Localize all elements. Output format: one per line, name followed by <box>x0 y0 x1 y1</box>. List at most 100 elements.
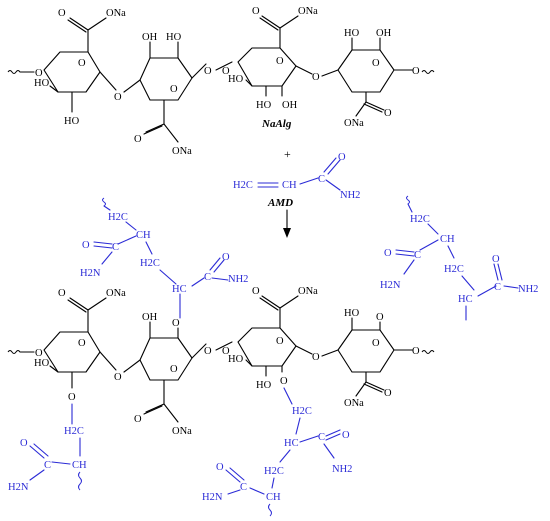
b-carbonyl-o-3: O <box>252 286 260 297</box>
graft-a-h2c-2: H2C <box>140 258 160 269</box>
ona-1: ONa <box>106 8 126 19</box>
reaction-arrow <box>283 209 291 238</box>
ho-5: HO <box>256 100 272 111</box>
b-graft-o-2: O <box>172 318 180 329</box>
amd-c: C <box>318 174 325 185</box>
ona-2: ONa <box>172 146 192 157</box>
carbonyl-o-2: O <box>134 134 142 145</box>
graft-chain-d: H2C HC C O NH2 H2C CH C O H2N <box>202 387 352 517</box>
b-ho-1: HO <box>34 358 50 369</box>
b-ring-2 <box>139 337 193 381</box>
b-glycosidic-o-4: O <box>222 346 230 357</box>
graft-b-hc: HC <box>458 294 473 305</box>
b-ona-3: ONa <box>298 286 318 297</box>
graft-b-ch: CH <box>440 234 455 245</box>
b-ring-o-1: O <box>78 338 86 349</box>
oh-2: OH <box>282 100 298 111</box>
ho-4: HO <box>228 74 244 85</box>
plus-sign: + <box>284 147 291 161</box>
graft-d-h2n: H2N <box>202 492 223 503</box>
graft-d-hc: HC <box>284 438 299 449</box>
oh-3: OH <box>376 28 392 39</box>
graft-d-nh2: NH2 <box>332 464 352 475</box>
amd-nh2: NH2 <box>340 190 360 201</box>
ona-3: ONa <box>298 6 318 17</box>
graft-c-h2c: H2C <box>64 426 84 437</box>
b-ona-2: ONa <box>172 426 192 437</box>
monomer-name: AMD <box>267 197 293 209</box>
b-ring-o-4: O <box>372 338 380 349</box>
b-ho-4: HO <box>228 354 244 365</box>
b-oh-1: OH <box>142 312 158 323</box>
graft-chain-b: H2C CH C O H2N H2C HC C O NH2 <box>380 195 538 321</box>
graft-a-nh2: NH2 <box>228 274 248 285</box>
polymer-name: NaAlg <box>261 118 292 130</box>
graft-a-ch-1: CH <box>136 230 151 241</box>
b-ho-6: HO <box>344 308 360 319</box>
graft-d-ch: CH <box>266 492 281 503</box>
b-ring-4 <box>337 329 395 373</box>
b-carbonyl-o-2: O <box>134 414 142 425</box>
b-ring-o-2: O <box>170 364 178 375</box>
grafted-copolymer: O O ONa O HO O O O OH O O ONa O O <box>7 286 435 437</box>
ring-o-2: O <box>170 84 178 95</box>
b-ring-o-3: O <box>276 336 284 347</box>
b-graft-o-4: O <box>376 312 384 323</box>
oh-1: OH <box>142 32 158 43</box>
graft-a-h2c-1: H2C <box>108 212 128 223</box>
graft-b-o-1: O <box>384 248 392 259</box>
carbonyl-o-4: O <box>384 108 392 119</box>
ona-4: ONa <box>344 118 364 129</box>
graft-d-c-1: C <box>318 432 325 443</box>
graft-d-o-1: O <box>342 430 350 441</box>
ring-o-3: O <box>276 56 284 67</box>
graft-chain-a: H2C CH C O H2N H2C HC C O NH2 <box>80 197 248 319</box>
ho-1: HO <box>34 78 50 89</box>
graft-d-h2c-2: H2C <box>264 466 284 477</box>
ho-2: HO <box>64 116 80 127</box>
b-ona-1: ONa <box>106 288 126 299</box>
glycosidic-o-1: O <box>35 68 43 79</box>
glycosidic-o-6: O <box>412 66 420 77</box>
b-ho-5: HO <box>256 380 272 391</box>
b-glycosidic-o-3: O <box>204 346 212 357</box>
graft-b-h2c-2: H2C <box>444 264 464 275</box>
ho-3: HO <box>166 32 182 43</box>
acrylamide-monomer: H2C CH C O NH2 AMD <box>233 152 360 209</box>
graft-c-h2n: H2N <box>8 482 29 493</box>
amd-o: O <box>338 152 346 163</box>
carbonyl-o-3: O <box>252 6 260 17</box>
graft-a-c-2: C <box>204 272 211 283</box>
graft-a-hc: HC <box>172 284 187 295</box>
graft-a-c-1: C <box>112 242 119 253</box>
graft-a-o-2: O <box>222 252 230 263</box>
chain-end-right <box>421 70 435 74</box>
b-graft-o-3: O <box>280 376 288 387</box>
ring-o-1: O <box>78 58 86 69</box>
b-graft-o-1: O <box>68 392 76 403</box>
graft-c-ch: CH <box>72 460 87 471</box>
graft-a-o-1: O <box>82 240 90 251</box>
glycosidic-o-3: O <box>204 66 212 77</box>
amd-ch: CH <box>282 180 297 191</box>
graft-chain-c: H2C CH C O H2N <box>8 403 87 493</box>
graft-b-c-1: C <box>414 250 421 261</box>
graft-d-o-2: O <box>216 462 224 473</box>
b-glycosidic-o-2: O <box>114 372 122 383</box>
graft-b-o-2: O <box>492 254 500 265</box>
chain-end-left <box>7 70 21 74</box>
b-carbonyl-o-1: O <box>58 288 66 299</box>
graft-c-c: C <box>44 460 51 471</box>
ring-o-4: O <box>372 58 380 69</box>
graft-b-h2n: H2N <box>380 280 401 291</box>
glycosidic-o-5: O <box>312 72 320 83</box>
amd-h2c: H2C <box>233 180 253 191</box>
b-ring-1 <box>43 331 101 373</box>
graft-b-c-2: C <box>494 282 501 293</box>
b-carbonyl-o-4: O <box>384 388 392 399</box>
ring-1 <box>43 51 101 93</box>
sodium-alginate-chain: O O ONa O HO HO O HO OH O O ONa O O <box>7 6 435 157</box>
graft-d-h2c-1: H2C <box>292 406 312 417</box>
